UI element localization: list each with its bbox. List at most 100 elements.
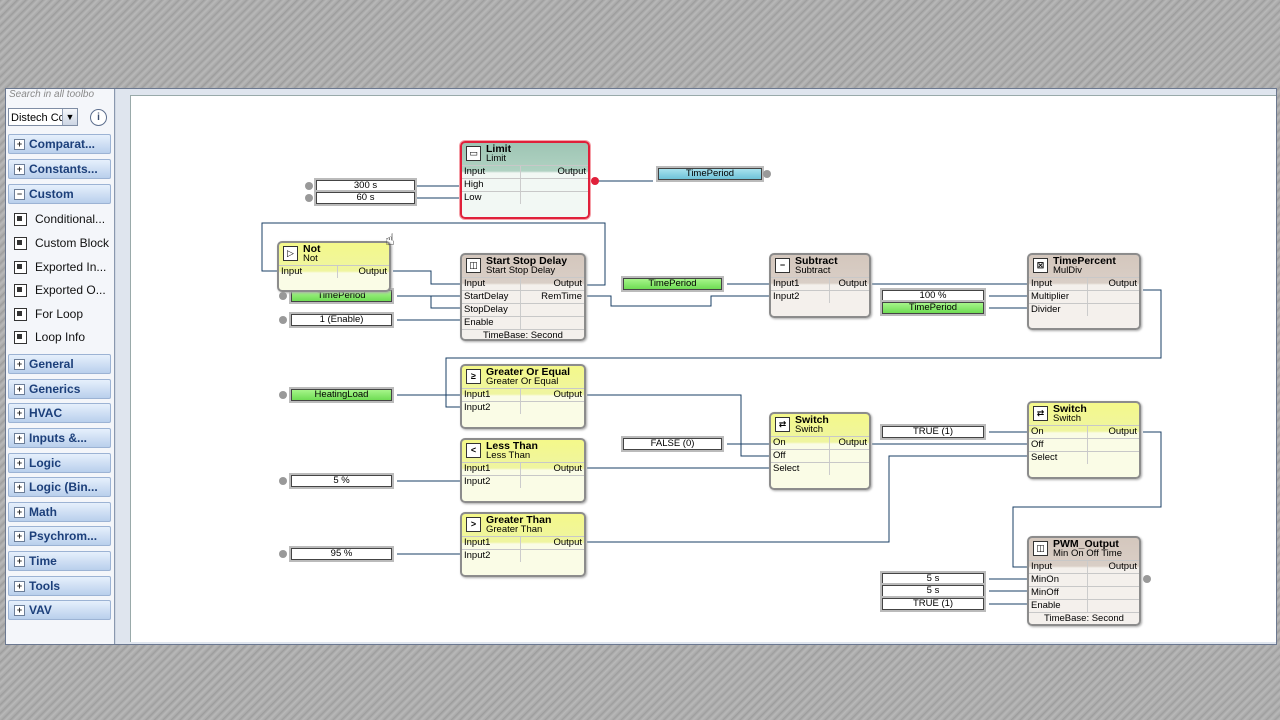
- port-input2[interactable]: Input2: [463, 550, 521, 562]
- constant-enable[interactable]: 1 (Enable): [291, 314, 392, 326]
- variable-timeperiod-divider[interactable]: TimePeriod: [882, 302, 984, 314]
- port-high[interactable]: High: [463, 179, 521, 191]
- info-icon[interactable]: i: [90, 109, 107, 126]
- category-math[interactable]: +Math: [8, 502, 111, 522]
- port-connector[interactable]: [305, 182, 313, 190]
- toolbox-item-conditional[interactable]: Conditional...: [10, 209, 112, 229]
- port-output[interactable]: Output: [358, 266, 387, 277]
- port-connector[interactable]: [279, 391, 287, 399]
- port-input[interactable]: Input: [463, 278, 521, 290]
- category-tools[interactable]: +Tools: [8, 576, 111, 596]
- port-output[interactable]: Output: [553, 278, 582, 289]
- port-output[interactable]: Output: [557, 166, 586, 177]
- diagram-canvas[interactable]: 300 s 60 s TimePeriod TimePeriod 1 (Enab…: [130, 95, 1276, 642]
- port-connector[interactable]: [279, 550, 287, 558]
- category-constants[interactable]: +Constants...: [8, 159, 111, 179]
- category-general[interactable]: +General: [8, 354, 111, 374]
- toolbox-search-input[interactable]: Search in all toolbo: [9, 89, 95, 100]
- category-inputs[interactable]: +Inputs &...: [8, 428, 111, 448]
- port-connector[interactable]: [305, 194, 313, 202]
- category-hvac[interactable]: +HVAC: [8, 403, 111, 423]
- category-vav[interactable]: +VAV: [8, 600, 111, 620]
- port-input1[interactable]: Input1: [463, 463, 521, 475]
- toolbox-item-exported-output[interactable]: Exported O...: [10, 280, 112, 300]
- variable-timeperiod-output[interactable]: TimePeriod: [658, 168, 762, 180]
- port-remtime[interactable]: RemTime: [541, 291, 582, 302]
- port-input[interactable]: Input: [1030, 561, 1088, 573]
- toolbox-item-exported-input[interactable]: Exported In...: [10, 257, 112, 277]
- port-output[interactable]: Output: [1108, 561, 1137, 572]
- port-connector[interactable]: [279, 316, 287, 324]
- port-on[interactable]: On: [1030, 426, 1088, 438]
- port-enable[interactable]: Enable: [1030, 600, 1088, 612]
- chevron-down-icon[interactable]: ▼: [62, 109, 77, 125]
- port-low[interactable]: Low: [463, 192, 521, 204]
- variable-heatingload[interactable]: HeatingLoad: [291, 389, 392, 401]
- category-logic[interactable]: +Logic: [8, 453, 111, 473]
- port-output[interactable]: Output: [838, 278, 867, 289]
- port-stopdelay[interactable]: StopDelay: [463, 304, 521, 316]
- constant-60s[interactable]: 60 s: [316, 192, 415, 204]
- port-select[interactable]: Select: [772, 463, 830, 475]
- port-input[interactable]: Input: [463, 166, 521, 178]
- port-input2[interactable]: Input2: [463, 402, 521, 414]
- constant-100-percent[interactable]: 100 %: [882, 290, 984, 302]
- category-custom[interactable]: −Custom: [8, 184, 111, 204]
- constant-true-enable[interactable]: TRUE (1): [882, 598, 984, 610]
- port-output[interactable]: Output: [838, 437, 867, 448]
- library-select[interactable]: Distech Cc ▼: [8, 108, 78, 126]
- port-input1[interactable]: Input1: [463, 389, 521, 401]
- port-startdelay[interactable]: StartDelay: [463, 291, 521, 303]
- constant-minoff[interactable]: 5 s: [882, 585, 984, 597]
- port-input[interactable]: Input: [280, 266, 338, 278]
- category-psychrometric[interactable]: +Psychrom...: [8, 526, 111, 546]
- port-enable[interactable]: Enable: [463, 317, 521, 329]
- constant-minon[interactable]: 5 s: [882, 573, 984, 585]
- port-select[interactable]: Select: [1030, 452, 1088, 464]
- category-logic-binary[interactable]: +Logic (Bin...: [8, 477, 111, 497]
- category-comparators[interactable]: +Comparat...: [8, 134, 111, 154]
- port-connector[interactable]: [763, 170, 771, 178]
- category-generics[interactable]: +Generics: [8, 379, 111, 399]
- port-minon[interactable]: MinOn: [1030, 574, 1088, 586]
- port-input2[interactable]: Input2: [463, 476, 521, 488]
- constant-95-percent[interactable]: 95 %: [291, 548, 392, 560]
- toolbox-item-for-loop[interactable]: For Loop: [10, 304, 112, 324]
- port-divider[interactable]: Divider: [1030, 304, 1088, 316]
- toolbox-item-loop-info[interactable]: Loop Info: [10, 327, 112, 347]
- port-connector[interactable]: [279, 477, 287, 485]
- toolbox-item-custom-block[interactable]: Custom Block: [10, 233, 112, 253]
- port-connector[interactable]: [591, 177, 599, 185]
- variable-timeperiod-subtract[interactable]: TimePeriod: [623, 278, 722, 290]
- port-off[interactable]: Off: [1030, 439, 1088, 451]
- port-input1[interactable]: Input1: [772, 278, 830, 290]
- constant-300s[interactable]: 300 s: [316, 180, 415, 192]
- port-input1[interactable]: Input1: [463, 537, 521, 549]
- port-output[interactable]: Output: [553, 463, 582, 474]
- port-output[interactable]: Output: [1108, 426, 1137, 437]
- port-connector[interactable]: [1143, 575, 1151, 583]
- port-input2[interactable]: Input2: [772, 291, 830, 303]
- port-connector[interactable]: [279, 292, 287, 300]
- port-on[interactable]: On: [772, 437, 830, 449]
- constant-5-percent[interactable]: 5 %: [291, 475, 392, 487]
- port-input[interactable]: Input: [1030, 278, 1088, 290]
- category-time[interactable]: +Time: [8, 551, 111, 571]
- constant-true-switch[interactable]: TRUE (1): [882, 426, 984, 438]
- port-output[interactable]: Output: [553, 389, 582, 400]
- port-off[interactable]: Off: [772, 450, 830, 462]
- port-output[interactable]: Output: [553, 537, 582, 548]
- port-output[interactable]: Output: [1108, 278, 1137, 289]
- port-minoff[interactable]: MinOff: [1030, 587, 1088, 599]
